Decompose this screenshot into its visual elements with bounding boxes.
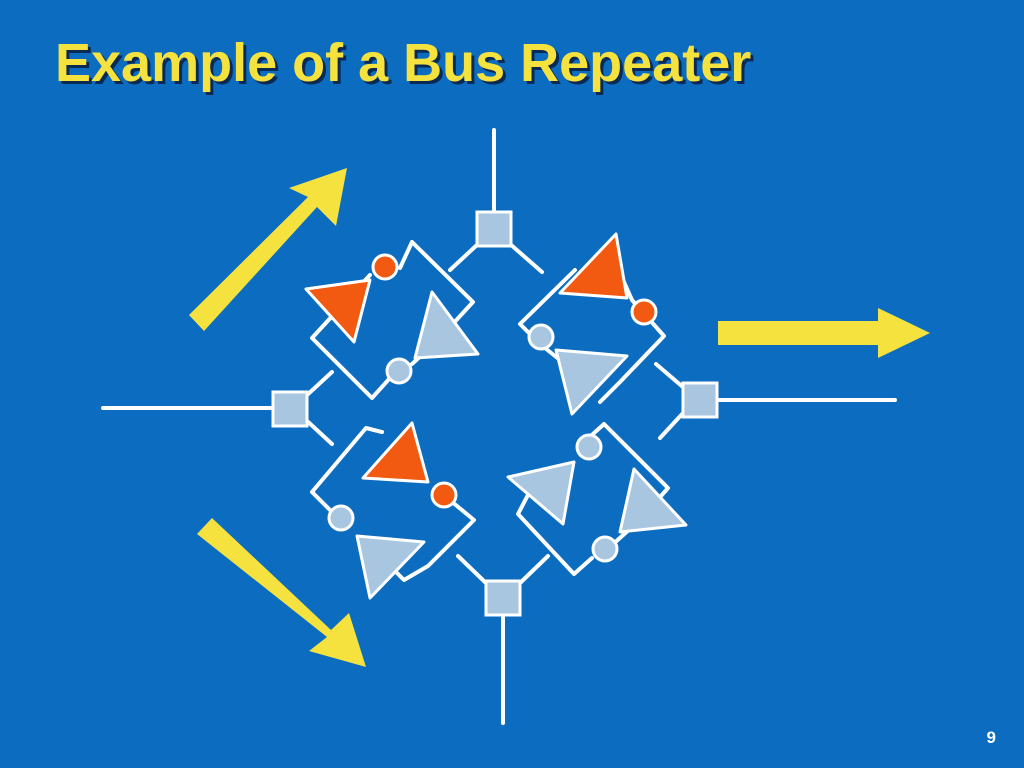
buffer-lower-right-inactive-2 <box>618 467 688 534</box>
enable-upper-right-active <box>630 298 658 326</box>
buffer-upper-right-active <box>558 232 629 300</box>
enable-lower-left-active <box>430 481 458 509</box>
enable-upper-left-active <box>371 253 399 281</box>
slide-title: Example of a Bus Repeater <box>55 33 752 93</box>
buffer-lower-left-active <box>361 421 430 484</box>
buffer-lower-right-inactive-1 <box>506 460 576 526</box>
terminal-right <box>681 381 719 419</box>
enable-upper-left-inactive <box>385 357 413 385</box>
buffer-upper-left-active <box>304 278 372 344</box>
arrow-right <box>718 308 930 358</box>
buffer-lower-left-inactive <box>355 534 426 600</box>
page-number: 9 <box>986 728 996 747</box>
arrow-up-right <box>189 168 347 331</box>
buffer-upper-right-inactive <box>554 348 629 416</box>
terminal-left <box>271 390 309 428</box>
enable-upper-right-inactive <box>527 323 555 351</box>
terminals <box>271 210 719 617</box>
arrow-down-right <box>197 518 366 667</box>
terminal-bottom <box>484 579 522 617</box>
arrows <box>189 168 930 667</box>
enable-inputs <box>327 253 658 563</box>
buffer-upper-left-inactive <box>413 290 480 360</box>
terminal-top <box>475 210 513 248</box>
buffers <box>304 232 688 600</box>
enable-lower-left-inactive <box>327 504 355 532</box>
enable-lower-right-inactive-1 <box>575 433 603 461</box>
enable-lower-right-inactive-2 <box>591 535 619 563</box>
